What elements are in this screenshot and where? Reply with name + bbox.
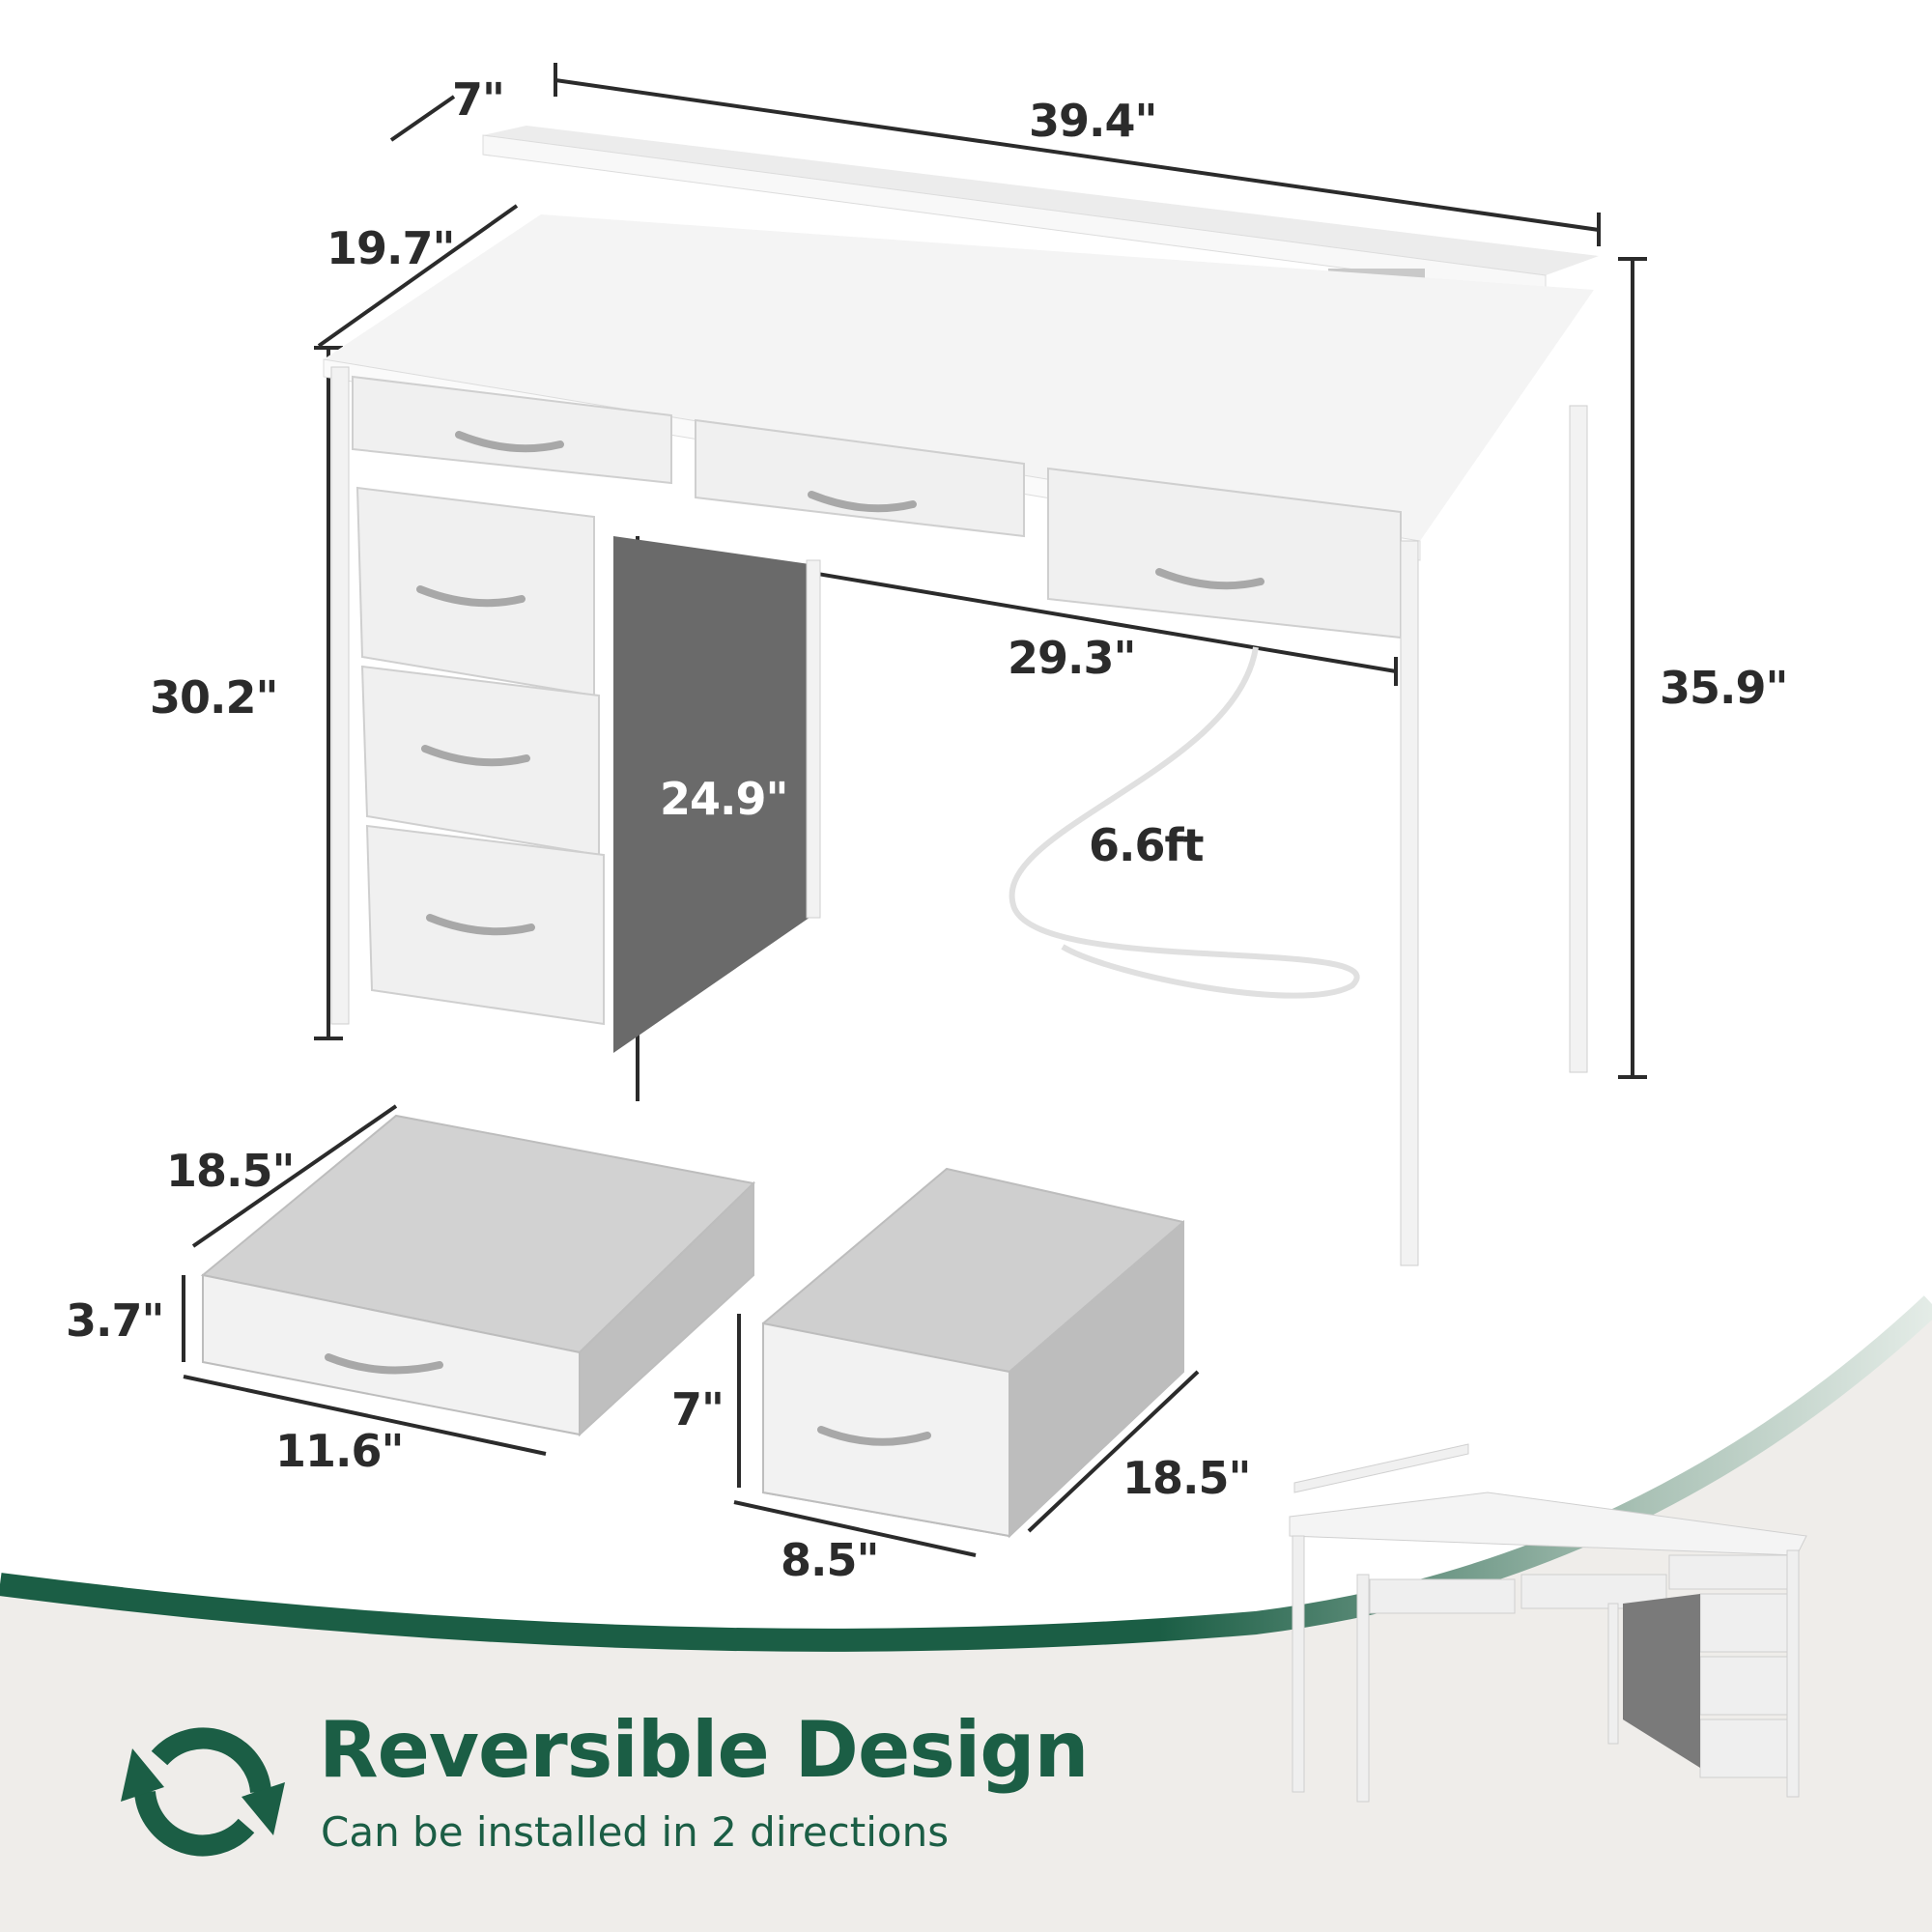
dim-small-drawer-width: 11.6" (275, 1425, 404, 1477)
dim-shelf-depth: 7" (452, 73, 505, 126)
dim-small-drawer-depth: 18.5" (166, 1145, 295, 1197)
dim-knee-height: 24.9" (660, 773, 788, 825)
dim-desk-depth: 19.7" (327, 222, 455, 274)
dim-large-drawer-width: 8.5" (781, 1534, 879, 1586)
dim-large-drawer-height: 7" (671, 1383, 724, 1435)
dim-cord-length: 6.6ft (1089, 819, 1204, 871)
feature-title: Reversible Design (319, 1705, 1089, 1795)
reverse-arrows-icon (121, 1727, 285, 1857)
dim-large-drawer-depth: 18.5" (1122, 1452, 1251, 1504)
dim-small-drawer-height: 3.7" (66, 1294, 164, 1347)
dim-desk-height: 30.2" (150, 671, 278, 724)
dim-knee-width: 29.3" (1008, 632, 1136, 684)
dim-overall-height: 35.9" (1660, 662, 1788, 714)
dim-overall-width: 39.4" (1029, 95, 1157, 147)
feature-subtitle: Can be installed in 2 directions (321, 1808, 950, 1856)
reversed-desk-thumbnail (1289, 1443, 1807, 1803)
